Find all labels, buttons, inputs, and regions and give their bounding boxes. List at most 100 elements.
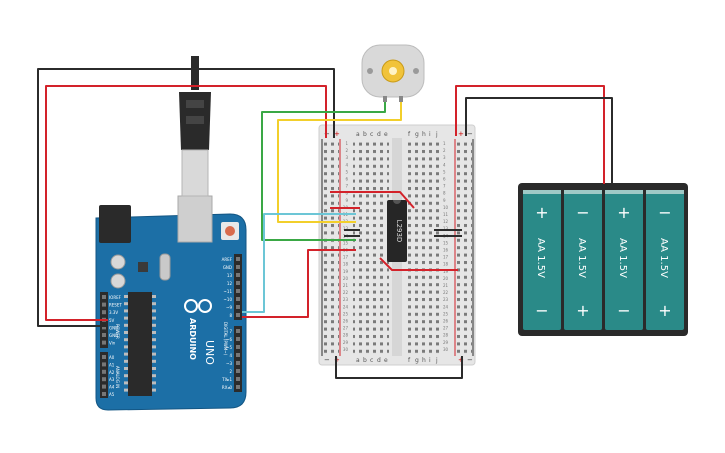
battery-cell[interactable]: −+AA 1.5V xyxy=(646,190,684,330)
row-number: 9 xyxy=(443,198,446,203)
wire-black-battery[interactable] xyxy=(465,97,613,184)
rail-plus-sign-right: + xyxy=(458,130,464,138)
row-number: 26 xyxy=(343,319,349,324)
row-number: 10 xyxy=(443,205,449,210)
analog-pin-label: A5 xyxy=(109,392,115,397)
rail-minus-sign-right-bottom: − xyxy=(467,356,473,364)
wire-black-gnd[interactable] xyxy=(37,68,335,327)
column-letter: i xyxy=(429,357,431,364)
row-number: 7 xyxy=(443,184,446,189)
battery-cell[interactable]: −+AA 1.5V xyxy=(564,190,602,330)
left-power-rail[interactable] xyxy=(323,140,339,354)
terminal-strip-left[interactable] xyxy=(353,140,389,354)
l293d-chip[interactable]: L293D xyxy=(387,200,407,262)
column-letter: f xyxy=(408,357,411,364)
battery-terminal-top: + xyxy=(617,203,630,222)
wire-cyan-pin10[interactable] xyxy=(242,213,356,313)
wire-red-vs[interactable] xyxy=(379,257,458,271)
battery-cell[interactable]: +−AA 1.5V xyxy=(523,190,561,330)
battery-cell-label: AA 1.5V xyxy=(658,238,669,278)
row-number: 13 xyxy=(443,226,449,231)
capacitor-1 xyxy=(110,254,126,270)
row-number: 2 xyxy=(443,148,446,153)
row-number: 30 xyxy=(343,347,349,352)
column-letter: d xyxy=(377,357,381,364)
row-number: 9 xyxy=(345,198,348,203)
crystal xyxy=(159,253,171,281)
analog-pin-label: A2 xyxy=(109,370,115,375)
battery-pack[interactable]: +−AA 1.5V−+AA 1.5V+−AA 1.5V−+AA 1.5V xyxy=(518,183,688,336)
row-number: 13 xyxy=(343,226,349,231)
arduino-brand-text: ARDUINO xyxy=(188,318,197,360)
row-number: 18 xyxy=(443,262,449,267)
capacitor-2 xyxy=(110,273,126,289)
battery-terminal-top: + xyxy=(535,203,548,222)
column-letter: c xyxy=(370,357,373,364)
digital-pin-label: 4 xyxy=(229,353,232,358)
column-letter: g xyxy=(415,131,419,138)
rail-minus-sign-left-bottom: − xyxy=(324,356,330,364)
row-number: 24 xyxy=(343,304,349,309)
battery-terminal-top: − xyxy=(576,203,589,222)
wire-red-pin9[interactable] xyxy=(242,249,356,318)
analog-pin-label: A1 xyxy=(109,362,115,367)
battery-cell-label: AA 1.5V xyxy=(617,238,628,278)
wire-red-5v[interactable] xyxy=(45,85,327,321)
row-number: 29 xyxy=(343,340,349,345)
digital-pin-label: ~10 xyxy=(224,297,233,302)
battery-cell-label: AA 1.5V xyxy=(576,238,587,278)
row-number: 2 xyxy=(345,148,348,153)
dc-motor[interactable] xyxy=(361,44,425,102)
row-number: 3 xyxy=(345,155,348,160)
digital-pin-label: 13 xyxy=(227,273,233,278)
digital-header-top xyxy=(234,254,242,320)
power-pin-label: GND xyxy=(109,325,118,330)
digital-pin-label: 2 xyxy=(229,369,232,374)
battery-cell[interactable]: + − AA 1.5V xyxy=(605,190,643,330)
power-pin-label: Vin xyxy=(109,341,116,346)
row-number: 8 xyxy=(443,191,446,196)
wire-green-motor[interactable] xyxy=(261,102,386,241)
digital-pin-label: TX▸1 xyxy=(221,377,232,382)
battery-terminal-bottom: − xyxy=(617,301,630,320)
row-number: 25 xyxy=(443,311,449,316)
right-power-rail[interactable] xyxy=(456,140,472,354)
column-letter: h xyxy=(422,357,426,364)
terminal-strip-right[interactable] xyxy=(405,140,441,354)
row-number: 16 xyxy=(443,248,449,253)
row-number: 15 xyxy=(443,240,449,245)
wire-red-battery[interactable] xyxy=(455,85,605,184)
row-number: 4 xyxy=(345,162,348,167)
digital-pin-label: GND xyxy=(223,265,232,270)
power-pin-label: IOREF xyxy=(109,295,122,300)
row-number: 27 xyxy=(343,326,349,331)
wire-black-rail-bridge[interactable] xyxy=(335,356,463,379)
power-pin-label: 5V xyxy=(109,318,115,323)
row-number: 21 xyxy=(443,283,449,288)
column-letter: i xyxy=(429,131,431,138)
column-letter: e xyxy=(384,357,388,364)
row-number: 24 xyxy=(443,304,449,309)
analog-pin-label: A4 xyxy=(109,385,115,390)
analog-pin-label: A3 xyxy=(109,377,115,382)
column-letter: a xyxy=(356,131,360,138)
digital-header-bottom xyxy=(234,326,242,392)
row-number: 5 xyxy=(443,169,446,174)
row-number: 1 xyxy=(345,141,348,146)
column-letter: f xyxy=(408,131,411,138)
digital-pin-label: 7 xyxy=(229,329,232,334)
row-number: 3 xyxy=(443,155,446,160)
row-number: 23 xyxy=(443,297,449,302)
row-number: 27 xyxy=(443,326,449,331)
row-number: 12 xyxy=(443,219,449,224)
usb-cable[interactable] xyxy=(179,56,211,197)
arduino-uno-board[interactable]: ARDUINO UNO DIGITAL (PWM~) POWER ANALOG … xyxy=(95,195,247,411)
wire-red-chip-vcc[interactable] xyxy=(330,191,415,209)
row-number: 5 xyxy=(345,169,348,174)
battery-terminal-bottom: + xyxy=(658,301,671,320)
column-letter: b xyxy=(363,131,367,138)
wire-yellow-motor[interactable] xyxy=(277,102,402,223)
